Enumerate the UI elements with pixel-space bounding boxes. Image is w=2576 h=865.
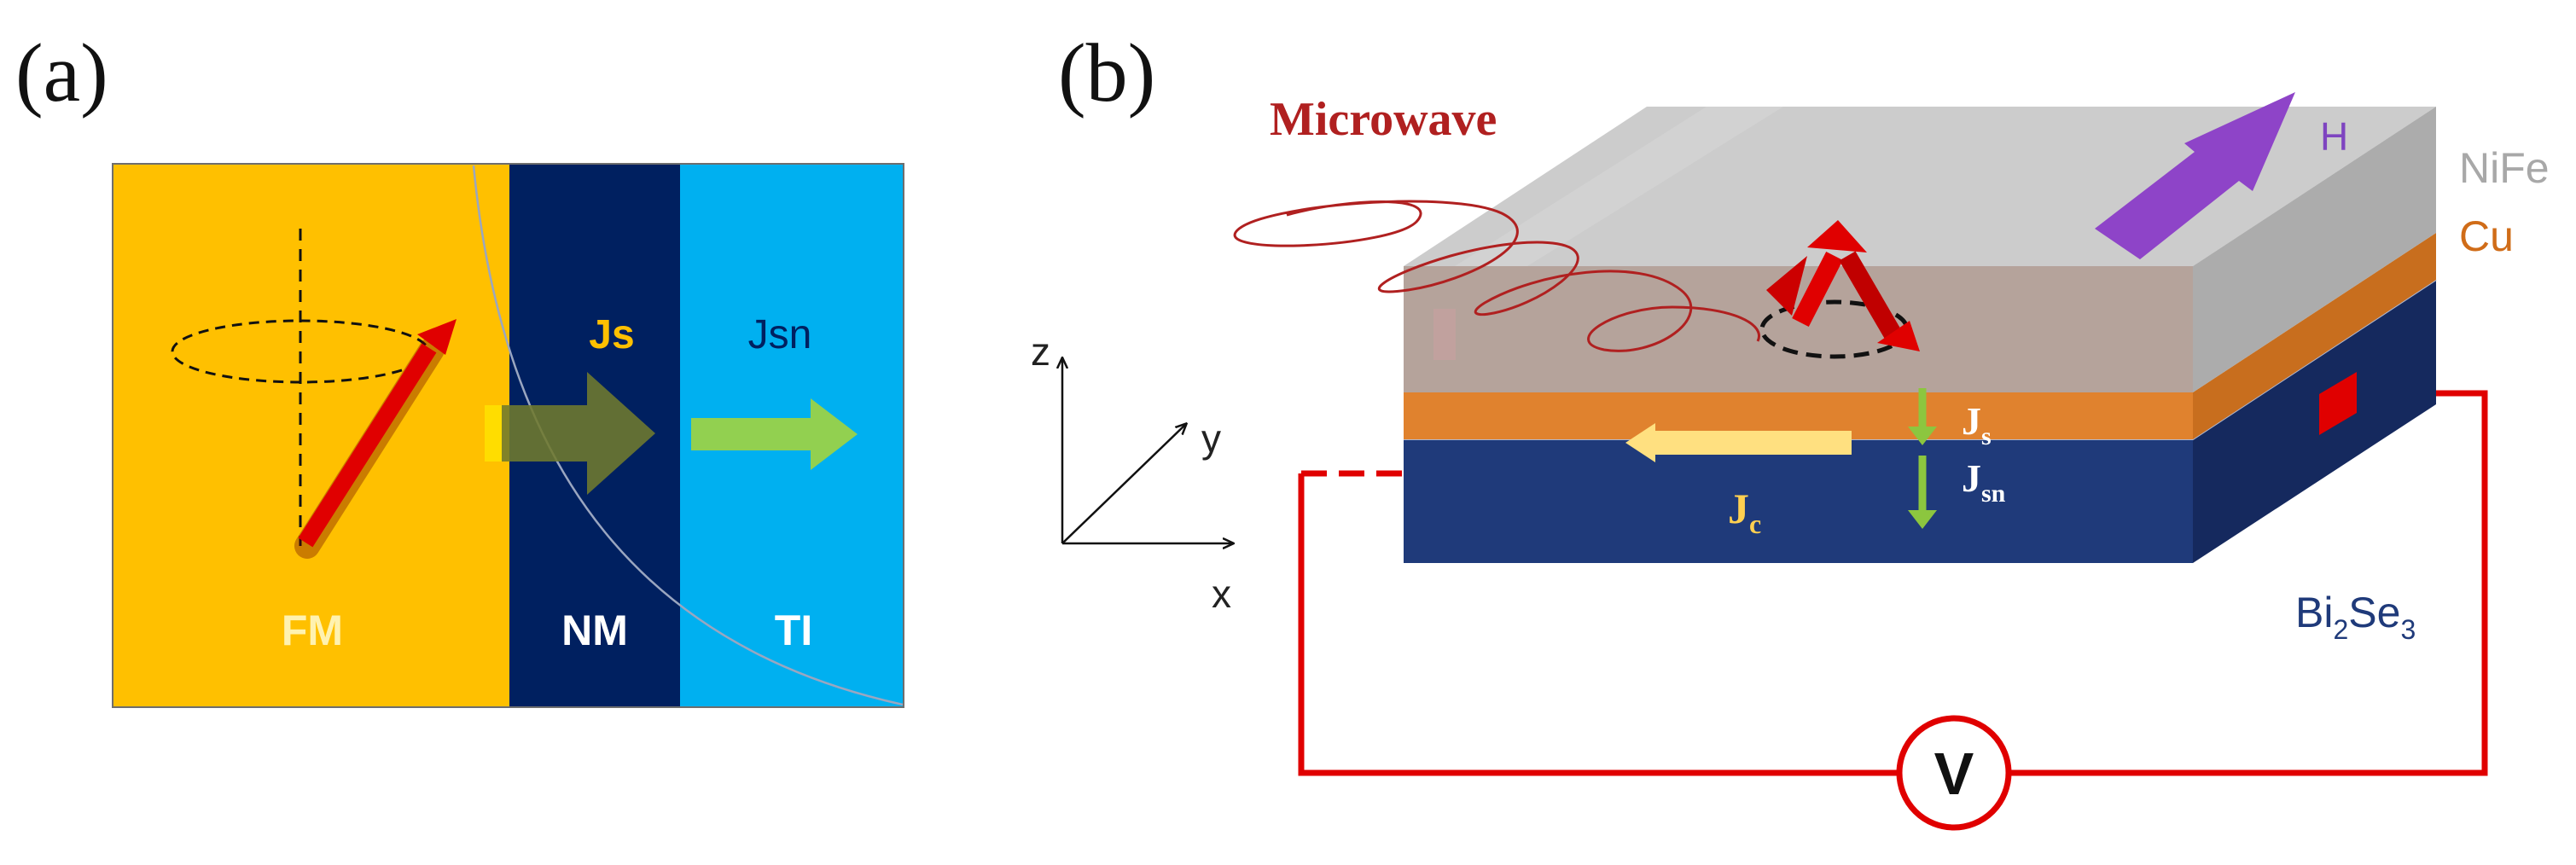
nife-front [1404, 266, 2193, 392]
z-axis-label: z [1031, 329, 1050, 374]
cu-label: Cu [2459, 212, 2514, 260]
electrode-right [2319, 372, 2357, 435]
jsn-label-b: Jsn [1962, 456, 2006, 508]
fm-label: FM [282, 607, 343, 654]
jc-label: Jc [1728, 485, 1761, 539]
panel-b: (b) Microwave [1031, 27, 2550, 831]
bi2se3-side [2193, 280, 2436, 563]
decay-curve [472, 165, 904, 706]
js-label-b: Js [1962, 399, 1992, 450]
circuit-wire-left [1298, 473, 1899, 776]
nife-side [2193, 107, 2436, 392]
jsn-flow-arrow [691, 398, 858, 470]
voltmeter-label: V [1934, 740, 1974, 807]
fm-region [113, 164, 509, 707]
nm-label: NM [561, 607, 628, 654]
cu-side [2193, 233, 2436, 439]
panel-a-frame [112, 163, 904, 708]
nife-label: NiFe [2459, 144, 2550, 192]
magnetization-arrow-b [1766, 220, 1920, 351]
js-flow-arrow [485, 372, 655, 495]
voltmeter: V [1896, 715, 2012, 831]
x-axis-label: x [1212, 572, 1231, 616]
h-field-arrow [2095, 92, 2295, 259]
electrode-back [1433, 309, 1456, 360]
js-label: Js [589, 312, 634, 357]
bi2se3-label: Bi2Se3 [2295, 589, 2416, 645]
coordinate-axes [1062, 358, 1233, 543]
panel-a: (a) Js Jsn FM NM TI [15, 27, 904, 708]
nife-highlight [1455, 107, 1783, 266]
panel-b-label: (b) [1058, 27, 1155, 119]
magnetization-arrow [294, 319, 456, 559]
ti-label: TI [775, 607, 812, 654]
y-axis-label: y [1201, 416, 1221, 461]
jsn-label: Jsn [748, 312, 812, 357]
js-arrow-b [1908, 388, 1937, 529]
microwave-label: Microwave [1270, 93, 1497, 146]
h-label: H [2320, 114, 2348, 159]
microwave-wave [1233, 200, 1760, 352]
panel-a-label: (a) [15, 27, 108, 119]
cu-front [1404, 392, 2193, 439]
bi2se3-front [1404, 439, 2193, 563]
jc-arrow [1625, 423, 1852, 462]
